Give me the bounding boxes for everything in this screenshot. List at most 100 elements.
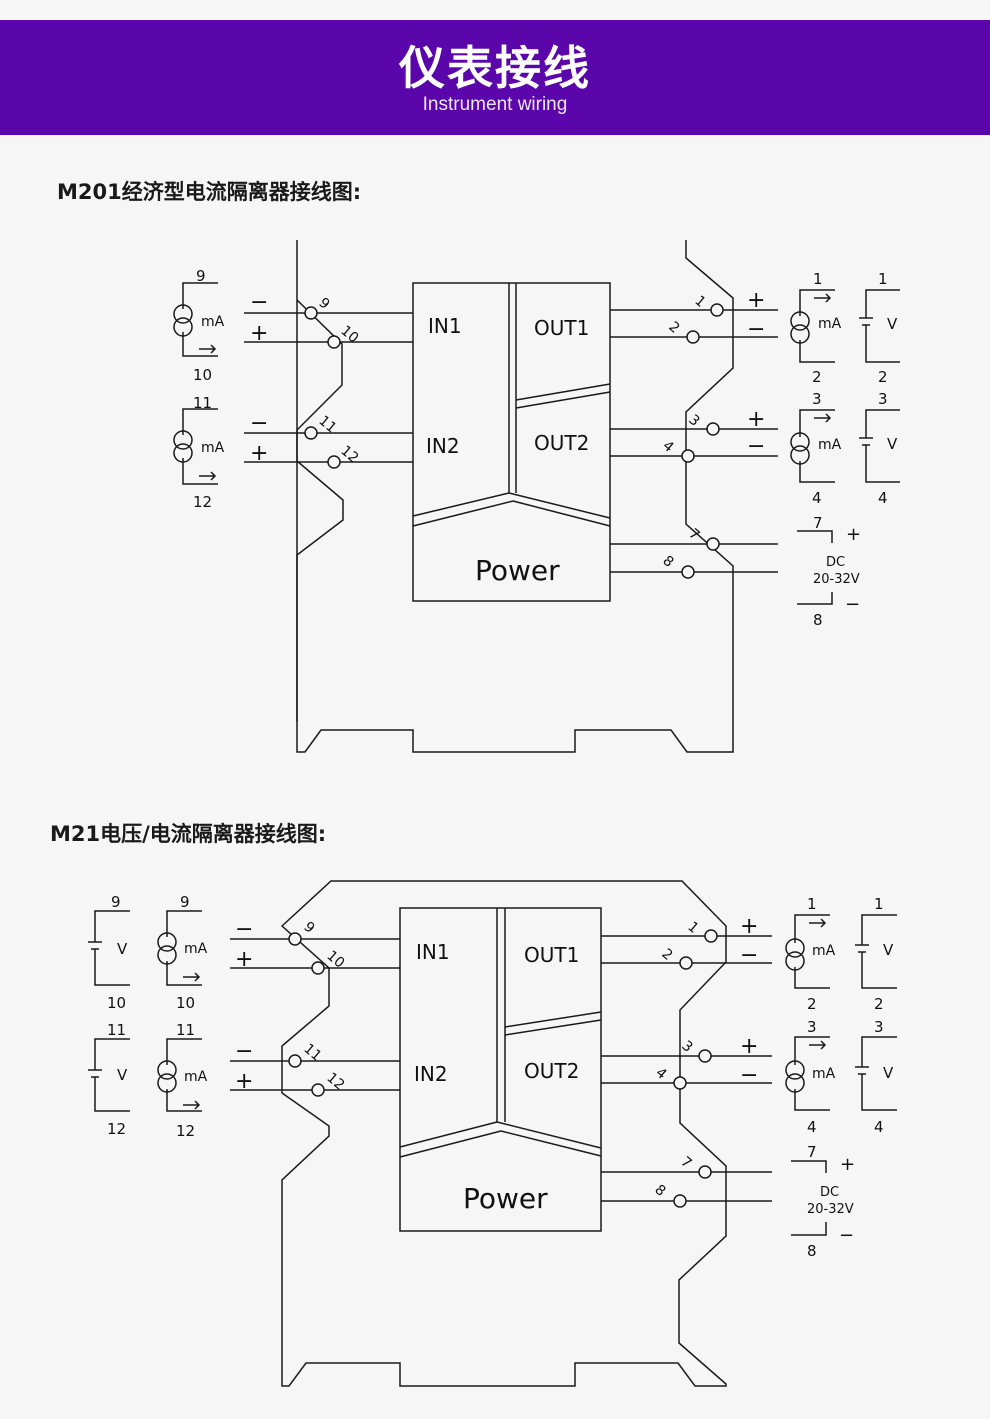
input-voltage-source-2: V 11 12 — [88, 1021, 130, 1138]
terminal-12 — [327, 455, 341, 469]
polarity-plus: + — [235, 1069, 253, 1094]
terminal-11 — [304, 426, 318, 440]
divider-line — [500, 1130, 602, 1157]
divider-line — [515, 391, 611, 409]
divider-line — [412, 500, 514, 527]
terminal-3 — [698, 1049, 712, 1063]
svg-text:3: 3 — [807, 1018, 817, 1036]
svg-text:2: 2 — [874, 995, 884, 1013]
svg-text:−: − — [845, 594, 860, 615]
svg-text:10: 10 — [193, 366, 212, 384]
header-banner: 仪表接线 Instrument wiring — [0, 20, 990, 135]
label-out2: OUT2 — [534, 431, 589, 455]
terminal-10 — [327, 335, 341, 349]
terminal-7 — [698, 1165, 712, 1179]
label-power: Power — [475, 554, 560, 587]
svg-text:V: V — [887, 435, 898, 453]
svg-text:8: 8 — [807, 1242, 817, 1260]
output-current-meter-1: mA 1 2 — [790, 270, 842, 386]
label-out1: OUT1 — [524, 943, 579, 967]
polarity-minus: − — [747, 317, 765, 342]
svg-text:mA: mA — [818, 437, 842, 453]
terminal-7 — [706, 537, 720, 551]
terminal-label-1: 1 — [691, 293, 708, 311]
svg-text:1: 1 — [878, 270, 888, 288]
svg-text:V: V — [887, 315, 898, 333]
wiring-diagram-m201: IN1 IN2 OUT1 OUT2 Power 9 10 11 12 − + −… — [173, 240, 900, 753]
polarity-minus: − — [250, 411, 268, 436]
svg-text:7: 7 — [813, 514, 823, 532]
output-voltage-meter-1: V 1 2 — [855, 895, 897, 1013]
divider-line — [496, 1121, 602, 1149]
output-voltage-meter-2: V 3 4 — [859, 390, 900, 507]
housing-left-edge — [296, 299, 344, 722]
module-box — [412, 282, 611, 602]
terminal-label-7: 7 — [685, 526, 702, 544]
terminal-label-8: 8 — [651, 1182, 668, 1200]
svg-text:+: + — [846, 524, 861, 545]
svg-text:4: 4 — [812, 489, 822, 507]
polarity-plus: + — [747, 407, 765, 432]
input-current-source-1: mA 9 10 — [157, 893, 208, 1012]
divider-line — [512, 500, 611, 527]
svg-text:1: 1 — [874, 895, 884, 913]
input-current-source-2: mA 11 12 — [157, 1021, 208, 1140]
terminal-label-2: 2 — [665, 319, 682, 337]
terminal-1 — [710, 303, 724, 317]
divider-line — [504, 1019, 602, 1036]
output-current-meter-2: mA 3 4 — [790, 390, 842, 507]
label-in2: IN2 — [426, 434, 460, 458]
power-supply: 7 + DC 20-32V − 8 — [797, 514, 861, 629]
svg-text:8: 8 — [813, 611, 823, 629]
svg-text:12: 12 — [193, 493, 212, 511]
page-subtitle: Instrument wiring — [422, 94, 568, 115]
polarity-minus: − — [235, 917, 253, 942]
polarity-minus: − — [740, 943, 758, 968]
divider-line — [399, 1130, 502, 1158]
svg-text:mA: mA — [812, 943, 836, 959]
svg-text:2: 2 — [812, 368, 822, 386]
svg-text:12: 12 — [176, 1122, 195, 1140]
terminal-2 — [679, 956, 693, 970]
section-title-m21: M21电压/电流隔离器接线图: — [50, 822, 327, 846]
terminal-label-4: 4 — [652, 1065, 669, 1083]
terminal-label-3: 3 — [678, 1038, 695, 1056]
label-out1: OUT1 — [534, 316, 589, 340]
module-box — [399, 907, 602, 1232]
polarity-minus: − — [740, 1063, 758, 1088]
svg-text:mA: mA — [818, 316, 842, 332]
svg-text:10: 10 — [176, 994, 195, 1012]
divider-line — [399, 1121, 498, 1148]
svg-text:10: 10 — [107, 994, 126, 1012]
output-current-meter-2: mA 3 4 — [785, 1018, 836, 1136]
svg-text:20-32V: 20-32V — [807, 1202, 854, 1217]
terminal-9 — [304, 306, 318, 320]
terminal-label-8: 8 — [659, 553, 676, 571]
svg-text:+: + — [840, 1154, 855, 1175]
terminal-label-1: 1 — [684, 919, 701, 937]
svg-text:20-32V: 20-32V — [813, 572, 860, 587]
terminal-2 — [686, 330, 700, 344]
terminal-10 — [311, 961, 325, 975]
svg-text:1: 1 — [807, 895, 817, 913]
terminal-12 — [311, 1083, 325, 1097]
label-in1: IN1 — [416, 940, 450, 964]
svg-text:2: 2 — [807, 995, 817, 1013]
terminal-label-9: 9 — [315, 295, 332, 313]
polarity-minus: − — [747, 434, 765, 459]
divider-line — [504, 1011, 602, 1028]
svg-text:mA: mA — [201, 314, 225, 330]
label-out2: OUT2 — [524, 1059, 579, 1083]
svg-text:11: 11 — [193, 394, 212, 412]
terminal-1 — [704, 929, 718, 943]
svg-text:9: 9 — [111, 893, 121, 911]
terminal-8 — [681, 565, 695, 579]
terminal-label-4: 4 — [659, 438, 676, 456]
output-voltage-meter-2: V 3 4 — [855, 1018, 897, 1136]
polarity-plus: + — [250, 441, 268, 466]
svg-text:V: V — [883, 1064, 894, 1082]
svg-text:12: 12 — [107, 1120, 126, 1138]
polarity-plus: + — [250, 321, 268, 346]
svg-text:7: 7 — [807, 1143, 817, 1161]
terminal-3 — [706, 422, 720, 436]
